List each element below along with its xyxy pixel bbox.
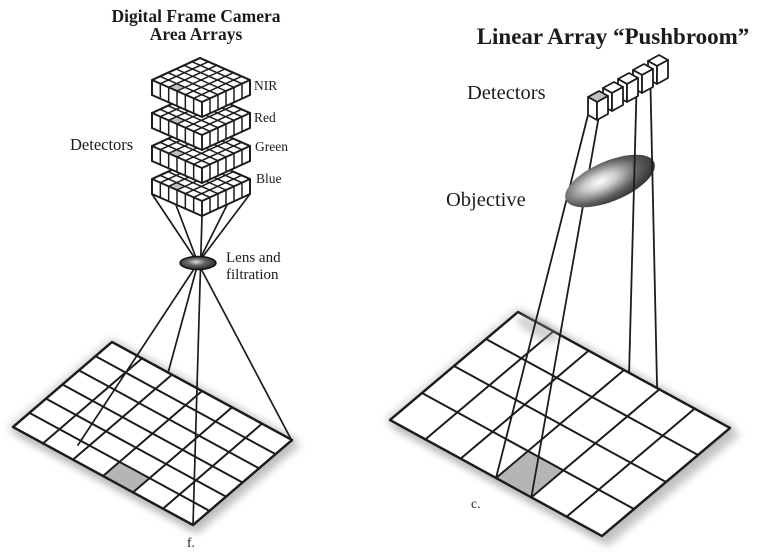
right-detectors-label: Detectors [467,82,546,104]
linear-cube-3-side [641,68,654,94]
lens-label-line1: Lens and [226,250,281,266]
area-array-0-gridline [159,75,211,100]
left-ground-gridline [61,383,244,484]
left-ground-gridline [28,411,211,512]
left-title-line1: Digital Frame Camera [111,6,280,26]
linear-cube-0-side [596,95,609,121]
swath-line-left-outer [495,114,589,479]
left-detectors-label: Detectors [70,135,133,154]
focus-ray [197,193,251,264]
focus-ray [197,204,228,264]
linear-cube-0-front [587,96,598,121]
band-label-nir: NIR [254,78,277,93]
right-title: Linear Array “Pushbroom” [477,24,750,49]
left-ground-gridline [45,397,227,498]
area-array-2-gridline [159,141,211,166]
right-ground-shaded-cell [496,451,564,498]
left-ground-grid [11,340,294,527]
left-ground-gridline [78,369,260,470]
area-array-1-gridline [159,108,211,133]
objective-label: Objective [446,189,526,211]
right-ground-gridline [421,392,635,510]
left-ground-shaded-cell [103,461,150,493]
swath-line-right-outer [649,63,658,389]
leg-shadow-smudge [516,315,560,343]
right-ground-grid [388,310,732,538]
detector-array-stack [151,57,251,217]
right-ground-gridline [453,365,667,483]
focus-ray [151,193,199,264]
lens-label-line2: filtration [226,267,279,283]
linear-cube-2-side [626,77,639,103]
linear-cube-1-side [611,86,624,112]
focus-ray [175,204,199,264]
area-array-3-gridline [159,174,211,199]
swath-line-right-inner [628,71,638,374]
pushbroom-view-lines-front [628,63,658,389]
left-title-line2: Area Arrays [150,24,243,44]
ground-ray [167,262,199,374]
band-label-green: Green [255,139,288,154]
objective-lens-icon [565,154,655,208]
band-label-blue: Blue [256,171,282,186]
right-ground-border [388,310,732,538]
right-figure-letter: c. [471,496,480,511]
pushbroom-diagram: Linear Array “Pushbroom” Detectors Objec… [383,24,750,547]
ground-ray [77,262,199,446]
left-light-rays [77,193,293,526]
ground-ray [197,262,293,442]
lens-icon [179,255,217,271]
band-label-red: Red [254,110,276,125]
linear-detector-array [587,54,669,121]
frame-camera-diagram: Digital Frame Camera Area Arrays Detecto… [6,6,302,550]
linear-cube-4-side [656,59,669,85]
right-ground-gridline [485,338,699,456]
left-figure-letter: f. [187,535,195,550]
